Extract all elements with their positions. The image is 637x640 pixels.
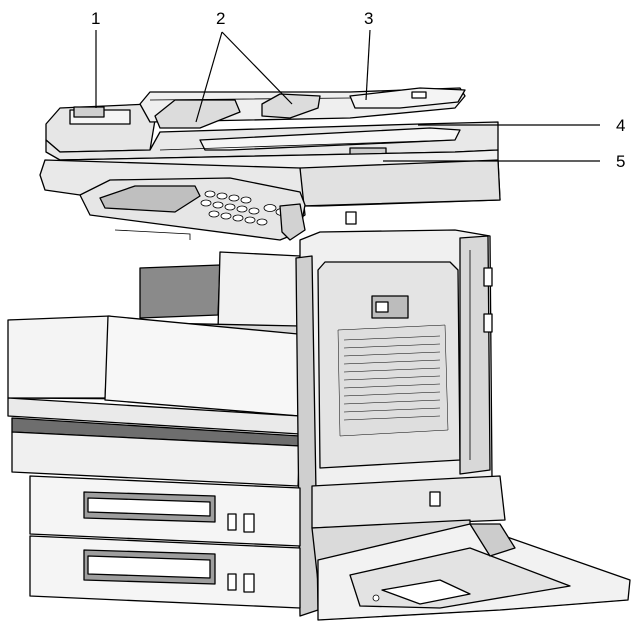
- front-cover: [7, 255, 319, 617]
- document-guide-left: [154, 99, 241, 129]
- leader-2a: [195, 31, 223, 123]
- leader-2b: [221, 31, 293, 105]
- vent-grille: [337, 324, 449, 437]
- callout-2: 2: [216, 9, 225, 28]
- callout-5: 5: [616, 152, 625, 171]
- keypad: [200, 190, 289, 226]
- leader-3: [365, 29, 371, 101]
- feeder-cover-knob: [73, 106, 105, 118]
- bypass-tray: [317, 523, 631, 621]
- paper-tray-1: [29, 475, 301, 547]
- callout-1: 1: [91, 9, 100, 28]
- touch-display: [99, 185, 201, 213]
- callout-labels: 1 2 3 4 5: [91, 9, 625, 171]
- control-panel: [79, 177, 306, 241]
- callout-4: 4: [616, 116, 625, 135]
- document-feeder: [45, 87, 499, 161]
- leader-lines: [95, 29, 600, 162]
- callout-3: 3: [364, 9, 373, 28]
- paper-tray-2: [29, 535, 301, 609]
- document-guide-right: [261, 93, 321, 119]
